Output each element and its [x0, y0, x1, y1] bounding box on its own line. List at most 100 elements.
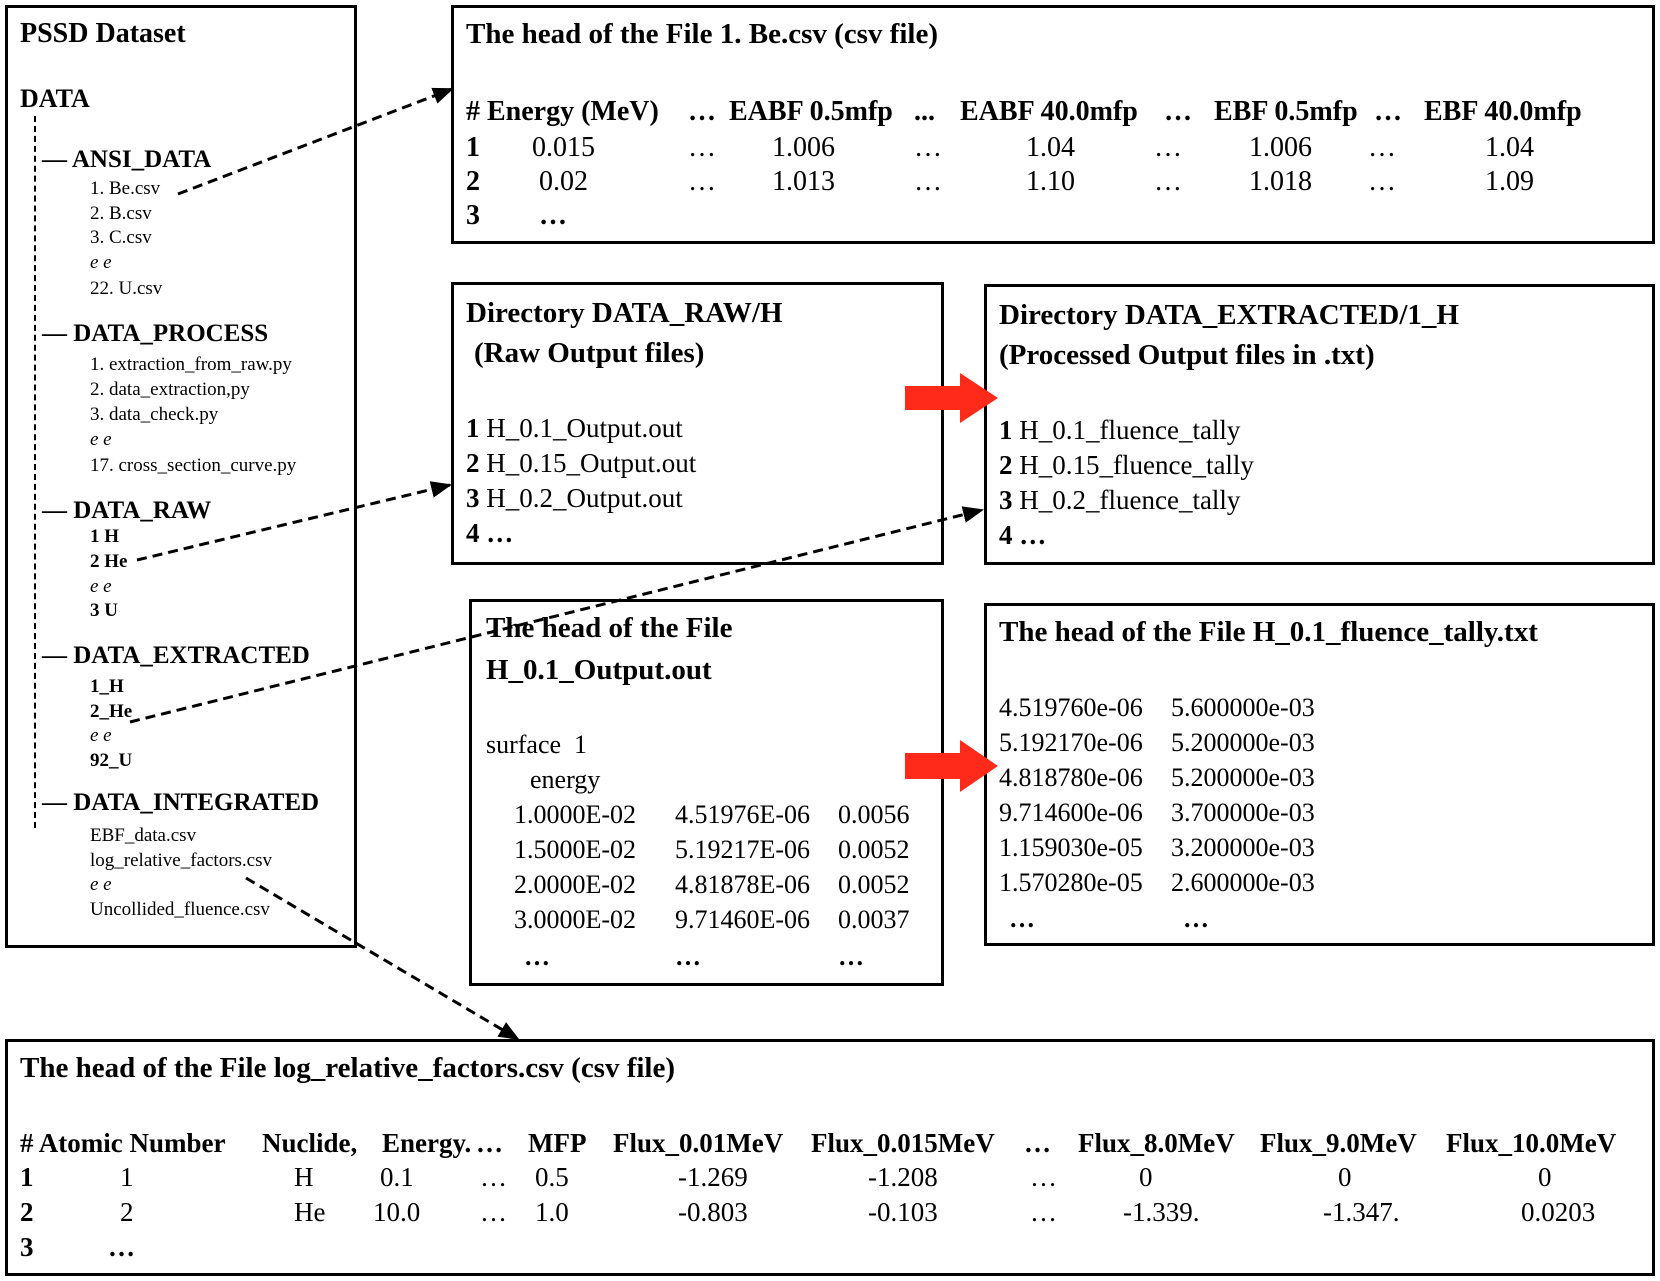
output-out-cell: 5.19217E-06: [675, 835, 811, 864]
log-csv-cell: 1.0: [535, 1197, 569, 1227]
fluence-cell: 9.714600e-06: [999, 798, 1143, 827]
log-csv-cell: -1.208: [868, 1162, 938, 1192]
log-csv-header: Nuclide,: [262, 1128, 358, 1158]
log-csv-header: …: [1024, 1128, 1051, 1158]
be-csv-cell: …: [914, 132, 942, 163]
output-out-cell: 4.81878E-06: [675, 870, 811, 899]
log-csv-cell: -0.103: [868, 1197, 938, 1227]
be-csv-header: EABF 40.0mfp: [960, 96, 1138, 127]
dataset-tree-panel: PSSD Dataset DATA — ANSI_DATA 1. Be.csv …: [5, 5, 357, 948]
output-out-cell: …: [838, 942, 864, 971]
be-csv-cell: 1.04: [1026, 132, 1075, 163]
fluence-cell: 4.519760e-06: [999, 693, 1143, 722]
tree-ellipsis: e e: [90, 725, 112, 746]
log-csv-header: Energy.: [382, 1128, 472, 1158]
be-csv-cell: …: [539, 200, 567, 231]
tree-file: 1. Be.csv: [90, 178, 161, 199]
tree-folder: 92_U: [90, 750, 133, 771]
raw-dir-title: Directory DATA_RAW/H: [466, 297, 783, 329]
be-csv-row-index: 3: [466, 200, 480, 231]
log-csv-header: # Atomic Number: [20, 1128, 226, 1158]
tree-ellipsis: e e: [90, 429, 112, 450]
tree-file: EBF_data.csv: [90, 825, 197, 846]
log-csv-cell: 0.0203: [1521, 1197, 1596, 1227]
tree-group-data-raw: — DATA_RAW: [42, 497, 212, 524]
fluence-cell: 3.700000e-03: [1171, 798, 1315, 827]
extracted-dir-title: Directory DATA_EXTRACTED/1_H: [999, 299, 1459, 331]
output-out-cell: 0.0037: [838, 905, 910, 934]
output-out-cell: 2.0000E-02: [514, 870, 637, 899]
be-csv-cell: 1.006: [772, 132, 835, 163]
log-csv-cell: 10.0: [373, 1197, 421, 1227]
log-csv-header: Flux_8.0MeV: [1078, 1128, 1235, 1158]
output-out-cell: 9.71460E-06: [675, 905, 811, 934]
tree-file: 2. B.csv: [90, 203, 152, 224]
be-csv-cell: …: [688, 132, 716, 163]
log-csv-cell: …: [480, 1162, 507, 1192]
fluence-cell: …: [1009, 904, 1035, 933]
extracted-file-item: 1 H_0.1_fluence_tally: [999, 415, 1241, 445]
be-csv-cell: …: [688, 166, 716, 197]
output-out-cell: 1.0000E-02: [514, 800, 637, 829]
output-out-cell: 3.0000E-02: [514, 905, 637, 934]
log-csv-cell: -1.269: [678, 1162, 748, 1192]
log-csv-cell: 0: [1538, 1162, 1552, 1192]
tree-group-data-extracted: — DATA_EXTRACTED: [42, 642, 310, 669]
fluence-cell: …: [1183, 904, 1209, 933]
log-csv-cell: 2: [120, 1197, 134, 1227]
extracted-file-item: 2 H_0.15_fluence_tally: [999, 450, 1254, 480]
raw-dir-subtitle: (Raw Output files): [474, 337, 705, 369]
be-csv-cell: …: [1154, 132, 1182, 163]
tree-file: 17. cross_section_curve.py: [90, 455, 297, 476]
be-csv-row-index: 2: [466, 166, 480, 197]
log-csv-cell: …: [108, 1232, 135, 1262]
tree-folder: 3 U: [90, 600, 118, 621]
log-csv-cell: …: [1030, 1162, 1057, 1192]
be-csv-cell: …: [1154, 166, 1182, 197]
log-csv-cell: 0: [1139, 1162, 1153, 1192]
fluence-txt-panel: The head of the File H_0.1_fluence_tally…: [984, 603, 1655, 946]
output-out-cell: 0.0056: [838, 800, 910, 829]
tree-root: DATA: [20, 84, 90, 113]
extracted-dir-panel: Directory DATA_EXTRACTED/1_H (Processed …: [984, 284, 1655, 565]
tree-folder: 1_H: [90, 676, 124, 697]
be-csv-cell: …: [914, 166, 942, 197]
tree-group-data-process: — DATA_PROCESS: [42, 320, 269, 347]
tree-ellipsis: e e: [90, 252, 112, 273]
be-csv-header: ...: [914, 96, 935, 127]
fluence-cell: 2.600000e-03: [1171, 868, 1315, 897]
tree-file: Uncollided_fluence.csv: [90, 899, 270, 920]
be-csv-cell: 1.006: [1249, 132, 1312, 163]
fluence-cell: 5.192170e-06: [999, 728, 1143, 757]
log-csv-cell: -1.347.: [1323, 1197, 1400, 1227]
extracted-dir-subtitle: (Processed Output files in .txt): [999, 339, 1375, 371]
fluence-cell: 5.200000e-03: [1171, 728, 1315, 757]
be-csv-cell: 1.04: [1485, 132, 1534, 163]
log-csv-row-index: 1: [20, 1162, 34, 1192]
tree-file: 3. C.csv: [90, 227, 152, 248]
tree-ellipsis: e e: [90, 874, 112, 895]
output-out-cell: …: [524, 942, 550, 971]
log-csv-header: …: [476, 1128, 503, 1158]
extracted-file-item: 3 H_0.2_fluence_tally: [999, 485, 1241, 515]
tree-folder: 1 H: [90, 526, 120, 547]
log-csv-cell: 1: [120, 1162, 134, 1192]
be-csv-title: The head of the File 1. Be.csv (csv file…: [466, 18, 938, 50]
be-csv-cell: …: [1368, 132, 1396, 163]
output-out-cell: 0.0052: [838, 835, 910, 864]
tree-ellipsis: e e: [90, 576, 112, 597]
log-csv-title: The head of the File log_relative_factor…: [20, 1052, 676, 1084]
be-csv-cell: …: [1368, 166, 1396, 197]
tree-file: 22. U.csv: [90, 278, 163, 299]
extracted-file-item: 4 …: [999, 520, 1047, 550]
log-csv-cell: He: [294, 1197, 326, 1227]
tree-group-data-integrated: — DATA_INTEGRATED: [42, 789, 320, 816]
tree-file: 1. extraction_from_raw.py: [90, 354, 292, 375]
fluence-txt-title: The head of the File H_0.1_fluence_tally…: [999, 616, 1538, 648]
be-csv-cell: 1.013: [772, 166, 835, 197]
log-csv-cell: -0.803: [678, 1197, 748, 1227]
be-csv-header: EBF 40.0mfp: [1424, 96, 1582, 127]
raw-file-item: 3 H_0.2_Output.out: [466, 483, 683, 513]
be-csv-header: …: [688, 96, 716, 127]
tree-file: 2. data_extraction,py: [90, 379, 250, 400]
